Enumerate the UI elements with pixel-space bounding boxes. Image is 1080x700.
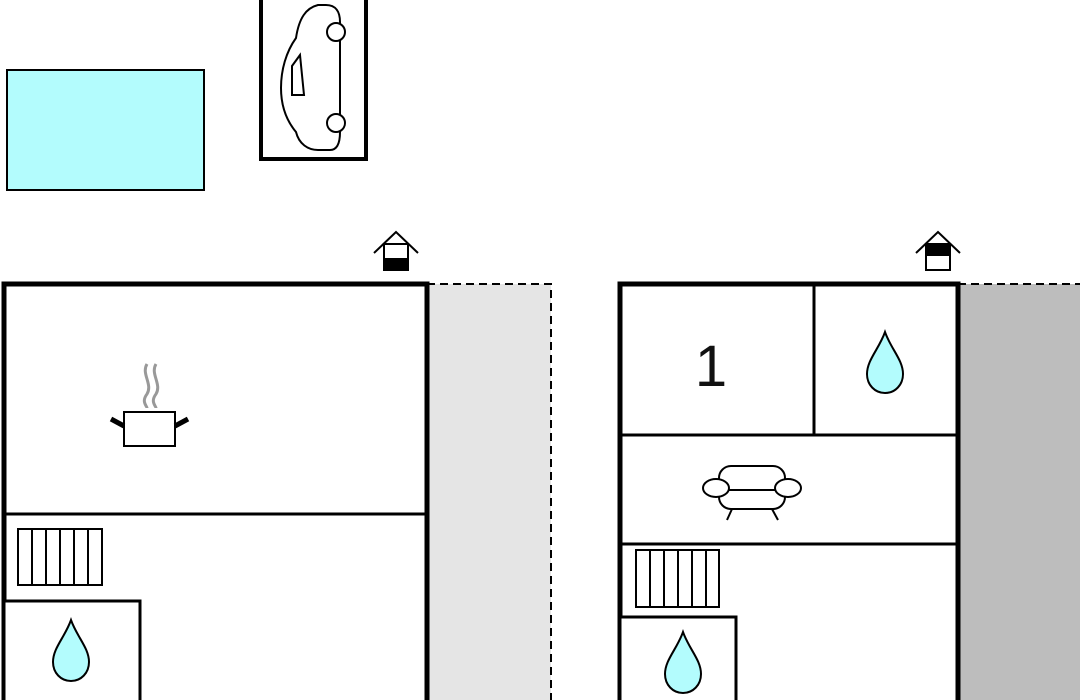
entrance-house-icon bbox=[373, 230, 419, 271]
entrance-house-icon bbox=[915, 230, 961, 271]
water-drop-icon bbox=[51, 616, 91, 683]
terrace-first-floor bbox=[957, 283, 1080, 700]
water-drop-icon bbox=[663, 628, 703, 695]
bedroom-number: 1 bbox=[695, 334, 727, 399]
water-drop-icon bbox=[865, 328, 905, 395]
staircase-icon bbox=[17, 528, 103, 586]
terrace-ground-floor bbox=[426, 283, 552, 700]
staircase-icon bbox=[635, 549, 720, 608]
sofa-icon bbox=[702, 465, 802, 521]
car-icon bbox=[259, 0, 368, 161]
cooking-pot-icon bbox=[109, 363, 190, 447]
pool bbox=[6, 69, 205, 191]
